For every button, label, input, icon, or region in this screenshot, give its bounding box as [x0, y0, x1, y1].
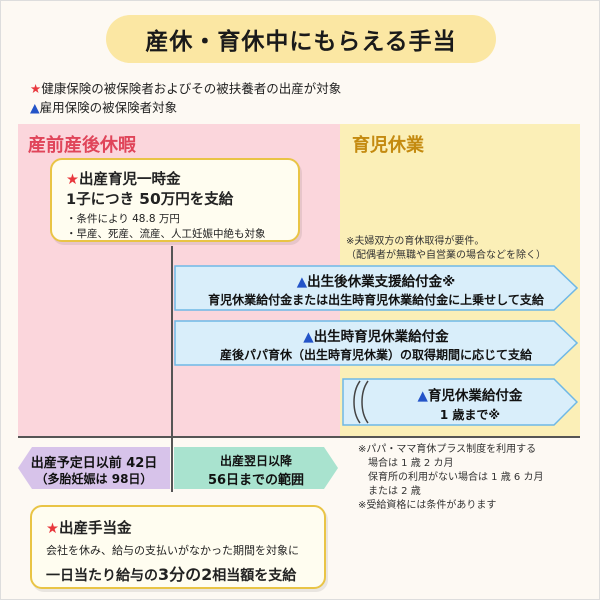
triangle-icon: ▲ [296, 274, 308, 290]
childcare-leave-benefit-arrow: ▲育児休業給付金 1 歳まで※ [342, 378, 578, 426]
post-birth-period-pill: 出産翌日以降 56日までの範囲 [174, 447, 338, 489]
pill-shape [18, 447, 170, 489]
maternity-allowance-title: 出産手当金 [59, 521, 132, 537]
star-icon: ★ [46, 521, 59, 537]
maternity-allowance-line-2: 一日当たり給与の3分の2相当額を支給 [46, 561, 296, 585]
benefit-1-suffix: ※ [442, 274, 456, 290]
maternity-leave-title: 産前産後休暇 [28, 135, 136, 156]
childcare-leave-title: 育児休業 [352, 135, 424, 156]
post-birth-leave-support-benefit-arrow: ▲出生後休業支援給付金※ 育児休業給付金または出生時育児休業給付金に上乗せして支… [174, 265, 578, 311]
pre-birth-line-2: （多胎妊娠は 98日） [35, 472, 153, 486]
birth-lump-sum-title: 出産育児一時金 [79, 172, 181, 188]
line2-part-a: 一日当たり給与の [46, 568, 158, 584]
star-icon: ★ [66, 172, 79, 188]
footnote-line: ※パパ・ママ育休プラス制度を利用する [358, 444, 537, 455]
birth-date-divider [171, 246, 173, 492]
pre-birth-period-pill: 出産予定日以前 42日 （多胎妊娠は 98日） [18, 447, 170, 489]
benefit-2-desc: 産後パパ育休（出生時育児休業）の取得期間に応じて支給 [219, 348, 532, 362]
benefit-2-title: ▲出生時育児休業給付金 [174, 325, 578, 345]
birth-lump-sum-note-2: ・早産、死産、流産、人工妊娠中絶も対象 [66, 228, 266, 240]
amount-prefix: 1子につき [66, 192, 135, 208]
arrow-shape [174, 265, 578, 311]
page-title-text: 産休・育休中にもらえる手当 [145, 29, 457, 55]
page-title: 産休・育休中にもらえる手当 [106, 15, 496, 63]
maternity-allowance-line-1: 会社を休み、給与の支払いがなかった期間を対象に [46, 544, 299, 557]
arrow-shape [174, 320, 578, 366]
line2-part-b: 3分の2 [158, 565, 213, 584]
spouse-note-line-1: ※夫婦双方の育休取得が要件。 [346, 236, 485, 247]
birth-lump-sum-card: ★出産育児一時金 1子につき 50万円を支給 ・条件により 48.8 万円 ・早… [50, 158, 300, 242]
benefit-3-title: ▲育児休業給付金 [352, 384, 588, 404]
legend-triangle: ▲雇用保険の被保険者対象 [30, 97, 177, 116]
benefit-1-title-text: 出生後休業支援給付金 [307, 274, 443, 290]
footnote-line: ※受給資格には条件があります [358, 500, 497, 511]
legend-star: ★健康保険の被保険者およびその被扶養者の出産が対象 [30, 78, 341, 97]
arrow-shape [342, 378, 578, 426]
footnote-line: または 2 歳 [358, 486, 421, 497]
footnotes: ※パパ・ママ育休プラス制度を利用する 場合は 1 歳 2 カ月 保育所の利用がな… [358, 443, 543, 513]
footnote-line: 保育所の利用がない場合は 1 歳 6 カ月 [358, 472, 544, 483]
triangle-icon: ▲ [417, 388, 428, 404]
amount-suffix: 万円を支給 [160, 192, 234, 208]
birth-lump-sum-amount: 1子につき 50万円を支給 [66, 188, 233, 209]
triangle-icon: ▲ [30, 100, 40, 115]
paternity-leave-benefit-arrow: ▲出生時育児休業給付金 産後パパ育休（出生時育児休業）の取得期間に応じて支給 [174, 320, 578, 366]
star-icon: ★ [30, 81, 42, 96]
benefit-1-title: ▲出生後休業支援給付金※ [174, 270, 578, 290]
benefit-1-desc: 育児休業給付金または出生時育児休業給付金に上乗せして支給 [208, 293, 544, 307]
legend-triangle-text: 雇用保険の被保険者対象 [39, 100, 178, 115]
benefit-3-desc: 1 歳まで※ [439, 408, 501, 422]
pill-shape [174, 447, 338, 489]
birth-lump-sum-note-1: ・条件により 48.8 万円 [66, 213, 180, 225]
legend-star-text: 健康保険の被保険者およびその被扶養者の出産が対象 [41, 81, 342, 96]
benefit-2-title-text: 出生時育児休業給付金 [313, 329, 449, 345]
post-birth-line-1: 出産翌日以降 [219, 454, 292, 468]
line2-part-c: 相当額を支給 [212, 568, 297, 584]
pre-birth-line-1: 出産予定日以前 42日 [30, 456, 158, 471]
amount-value: 50 [139, 190, 161, 208]
maternity-allowance-card: ★出産手当金 会社を休み、給与の支払いがなかった期間を対象に 一日当たり給与の3… [30, 505, 326, 589]
benefit-3-title-text: 育児休業給付金 [427, 388, 523, 404]
post-birth-line-2: 56日までの範囲 [207, 473, 305, 488]
footnote-line: 場合は 1 歳 2 カ月 [358, 458, 454, 469]
maternity-allowance-heading: ★出産手当金 [46, 517, 132, 538]
spouse-requirement-note: ※夫婦双方の育休取得が要件。 （配偶者が無職や自営業の場合などを除く） [346, 235, 546, 263]
timeline-divider [18, 436, 580, 438]
triangle-icon: ▲ [303, 329, 314, 345]
birth-lump-sum-heading: ★出産育児一時金 [66, 168, 181, 189]
spouse-note-line-2: （配偶者が無職や自営業の場合などを除く） [346, 250, 546, 261]
